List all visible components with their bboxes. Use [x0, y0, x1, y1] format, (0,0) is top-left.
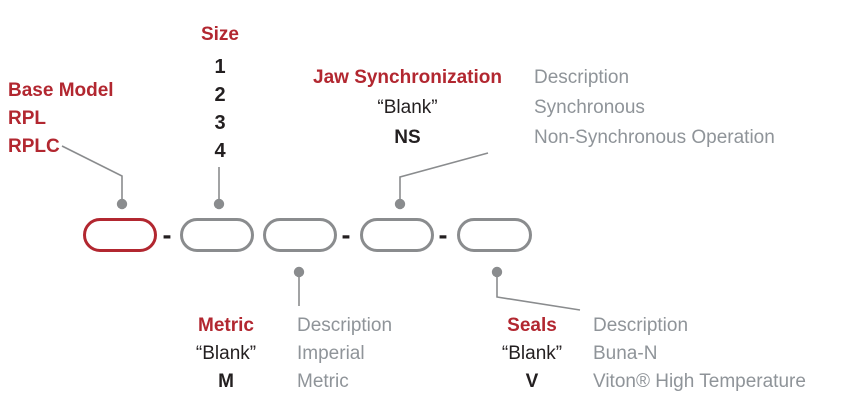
segment-pill-jaw-synchronization — [360, 218, 434, 252]
size-block: Size 1 2 3 4 — [189, 21, 251, 165]
base-model-option-rplc: RPLC — [8, 136, 60, 157]
metric-code-blank: “Blank” — [195, 343, 257, 364]
seals-label: Seals — [507, 315, 557, 336]
jaw-synchronization-block: Jaw Synchronization Description “Blank” … — [305, 63, 775, 153]
seals-code-blank: “Blank” — [501, 343, 563, 364]
size-option-4: 4 — [214, 140, 226, 162]
connector-dot-jaw-synchronization — [394, 198, 406, 210]
connector-line-seals — [496, 277, 581, 311]
base-model-option-rpl: RPL — [8, 108, 46, 129]
segment-pill-seals — [457, 218, 532, 252]
connector-dot-base-model — [116, 198, 128, 210]
seals-description-header: Description — [593, 315, 689, 336]
connector-dot-seals — [491, 266, 503, 278]
jaw-synchronization-description-synchronous: Synchronous — [534, 97, 645, 118]
jaw-synchronization-code-ns: NS — [394, 127, 421, 148]
jaw-synchronization-description-non-synchronous: Non-Synchronous Operation — [534, 127, 775, 148]
connector-dot-metric — [293, 266, 305, 278]
segment-pill-base-model — [83, 218, 157, 252]
seals-block: Seals Description “Blank” Buna-N V Viton… — [486, 312, 806, 396]
size-option-1: 1 — [214, 56, 226, 78]
segment-pill-size — [180, 218, 254, 252]
metric-description-header: Description — [297, 315, 393, 336]
metric-code-m: M — [218, 371, 234, 392]
metric-block: Metric Description “Blank” Imperial M Me… — [170, 312, 392, 396]
size-label: Size — [200, 24, 240, 45]
jaw-synchronization-description-header: Description — [534, 67, 630, 88]
connector-dot-size — [213, 198, 225, 210]
size-option-2: 2 — [214, 84, 226, 106]
seals-description-buna-n: Buna-N — [593, 343, 658, 364]
base-model-label: Base Model — [8, 80, 114, 101]
seals-description-viton: Viton® High Temperature — [593, 371, 806, 392]
size-option-3: 3 — [214, 112, 226, 134]
metric-description-imperial: Imperial — [297, 343, 365, 364]
segment-pill-metric — [263, 218, 337, 252]
seals-code-v: V — [525, 371, 539, 392]
base-model-block: Base Model RPL RPLC — [8, 77, 114, 161]
dash-separator: - — [162, 219, 172, 250]
metric-label: Metric — [198, 315, 254, 336]
jaw-synchronization-label: Jaw Synchronization — [313, 67, 502, 88]
connector-line-jaw-synchronization — [399, 152, 489, 199]
metric-description-metric: Metric — [297, 371, 349, 392]
jaw-synchronization-code-blank: “Blank” — [377, 97, 438, 118]
dash-separator: - — [341, 219, 351, 250]
dash-separator: - — [438, 219, 448, 250]
